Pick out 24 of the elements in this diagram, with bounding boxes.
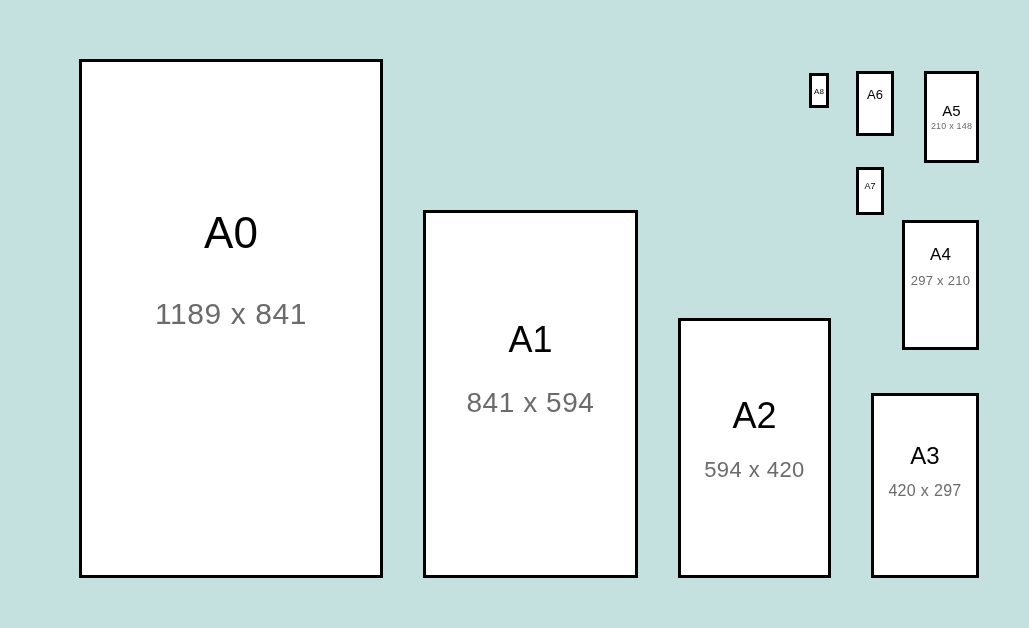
dimensions-text: 297 x 210 [910,273,971,287]
size-name: A6 [867,87,883,101]
paper-sheet [423,210,638,578]
size-name: A3 [910,444,940,468]
paper-sheet [678,318,831,578]
size-name: A8 [814,88,824,96]
dimensions-text: 841 x 594 [466,389,595,417]
paper-sheet [871,393,979,578]
paper-sheet [924,71,979,163]
paper-sheet [856,167,884,215]
size-name: A4 [930,245,951,263]
size-name: A2 [732,398,777,434]
dimensions-text: 594 x 420 [704,459,805,481]
size-name: A0 [204,211,258,255]
dimensions-text: 1189 x 841 [154,299,308,329]
paper-sheet [809,73,829,108]
dimensions-text: 420 x 297 [888,483,962,499]
paper-sheet [856,71,894,136]
paper-sheet [79,59,383,578]
size-name: A7 [864,181,876,191]
size-name: A1 [508,322,553,358]
size-name: A5 [942,102,961,118]
paper-sheet [902,220,979,350]
dimensions-text: 210 x 148 [930,121,973,131]
